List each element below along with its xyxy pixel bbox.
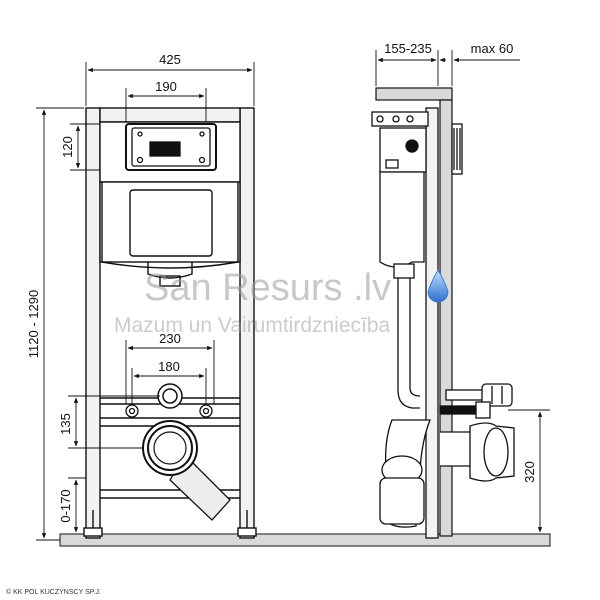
dim-flush-plate-height: 120 (60, 136, 75, 158)
dim-flush-plate-width: 190 (155, 79, 177, 94)
drain-outlet (142, 420, 231, 521)
wall-section (375, 87, 453, 537)
dim-foot-adjust: 0-170 (58, 489, 73, 522)
floor (59, 533, 551, 547)
dim-depth-range: 155-235 (384, 41, 432, 56)
dim-bolt-spacing-outer: 230 (159, 331, 181, 346)
watermark-brand: San Resurs .lv (144, 267, 391, 309)
side-dimensions (375, 50, 550, 533)
dim-wall-covering: max 60 (471, 41, 514, 56)
water-inlet (157, 383, 183, 409)
side-view-frame (371, 107, 515, 539)
dim-drain-height: 135 (58, 413, 73, 435)
dim-bolt-spacing-inner: 180 (158, 359, 180, 374)
copyright-credit: © KK POL KUCZYNSCY SP.J. (6, 588, 101, 596)
bowl-bolts (125, 404, 213, 418)
watermark: San Resurs .lv Mazum un Vairumtirdzniecī… (114, 267, 449, 337)
side-dimension-labels: 155-235 max 60 320 (384, 41, 537, 483)
dim-frame-height: 1120 - 1290 (26, 290, 41, 358)
water-drop-icon (427, 269, 449, 303)
front-dimensions (36, 62, 255, 541)
front-dimension-labels: 425 190 120 1120 - 1290 230 180 135 0-17… (26, 52, 181, 523)
flush-plate (125, 123, 217, 171)
dim-outlet-height: 320 (522, 461, 537, 483)
watermark-tagline: Mazum un Vairumtirdzniecība (114, 314, 391, 337)
dim-width-total: 425 (159, 52, 181, 67)
